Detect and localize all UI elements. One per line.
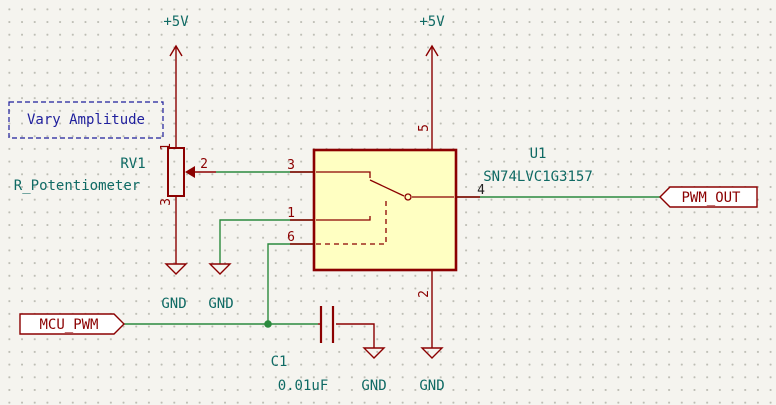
pwm-out-label-text: PWM_OUT [681,190,741,206]
gnd-symbol-c1: GND [336,323,387,394]
u1-pin2-number: 2 [417,290,432,298]
junction-dot [264,320,272,328]
u1-pin6-number: 6 [287,230,295,245]
switch-blade [369,179,405,197]
label-pwm-out: PWM_OUT [659,186,758,208]
u1-pin1-number: 1 [287,206,295,221]
c1-ref: C1 [271,354,288,370]
gnd-symbol-u1: GND [419,270,445,394]
power-vcc-left: +5V [163,14,189,148]
u1-body [312,148,458,272]
u1-ref: U1 [530,146,547,162]
gnd-label: GND [208,296,233,312]
c1-value: 0.01uF [278,378,329,394]
u1-pin3-number: 3 [287,158,295,173]
switch-pole-line [316,171,371,178]
u1-value: SN74LVC1G3157 [483,169,593,185]
mcu-pwm-label-text: MCU_PWM [39,317,98,333]
potentiometer-body [167,147,185,197]
switch-common-contact [404,193,412,201]
capacitor-c1: C1 0.01uF [271,306,335,394]
u1-pin5-number: 5 [417,124,432,132]
ic-u1: U1 SN74LVC1G3157 3 1 6 4 5 2 [287,124,593,298]
rv1-ref: RV1 [120,156,145,172]
potentiometer-rv1: RV1 R_Potentiometer 1 2 3 [14,143,216,206]
rv1-pin1-number: 1 [159,143,174,151]
power-vcc-right: +5V [419,14,445,150]
rv1-pin2-number: 2 [200,157,208,172]
switch-pole-line [316,216,371,221]
note-box: Vary Amplitude [8,101,164,139]
note-text: Vary Amplitude [27,112,145,128]
gnd-label: GND [419,378,444,394]
power-vcc-label: +5V [419,14,445,30]
power-vcc-label: +5V [163,14,189,30]
gnd-label: GND [161,296,186,312]
wiper-arrow-icon [185,166,195,178]
gnd-symbol-rv1: GND [161,196,188,312]
gnd-symbol-u1-pin1: GND [208,263,234,312]
rv1-value: R_Potentiometer [14,178,140,194]
u1-pin4-number: 4 [477,183,485,198]
label-mcu-pwm: MCU_PWM [19,313,125,335]
wire-u1-pin1-to-gnd [219,219,314,264]
rv1-pin3-number: 3 [159,198,174,206]
gnd-label: GND [361,378,386,394]
wire-u1-pin6-to-mcu-pwm [267,243,314,324]
switch-select-line [316,200,387,245]
